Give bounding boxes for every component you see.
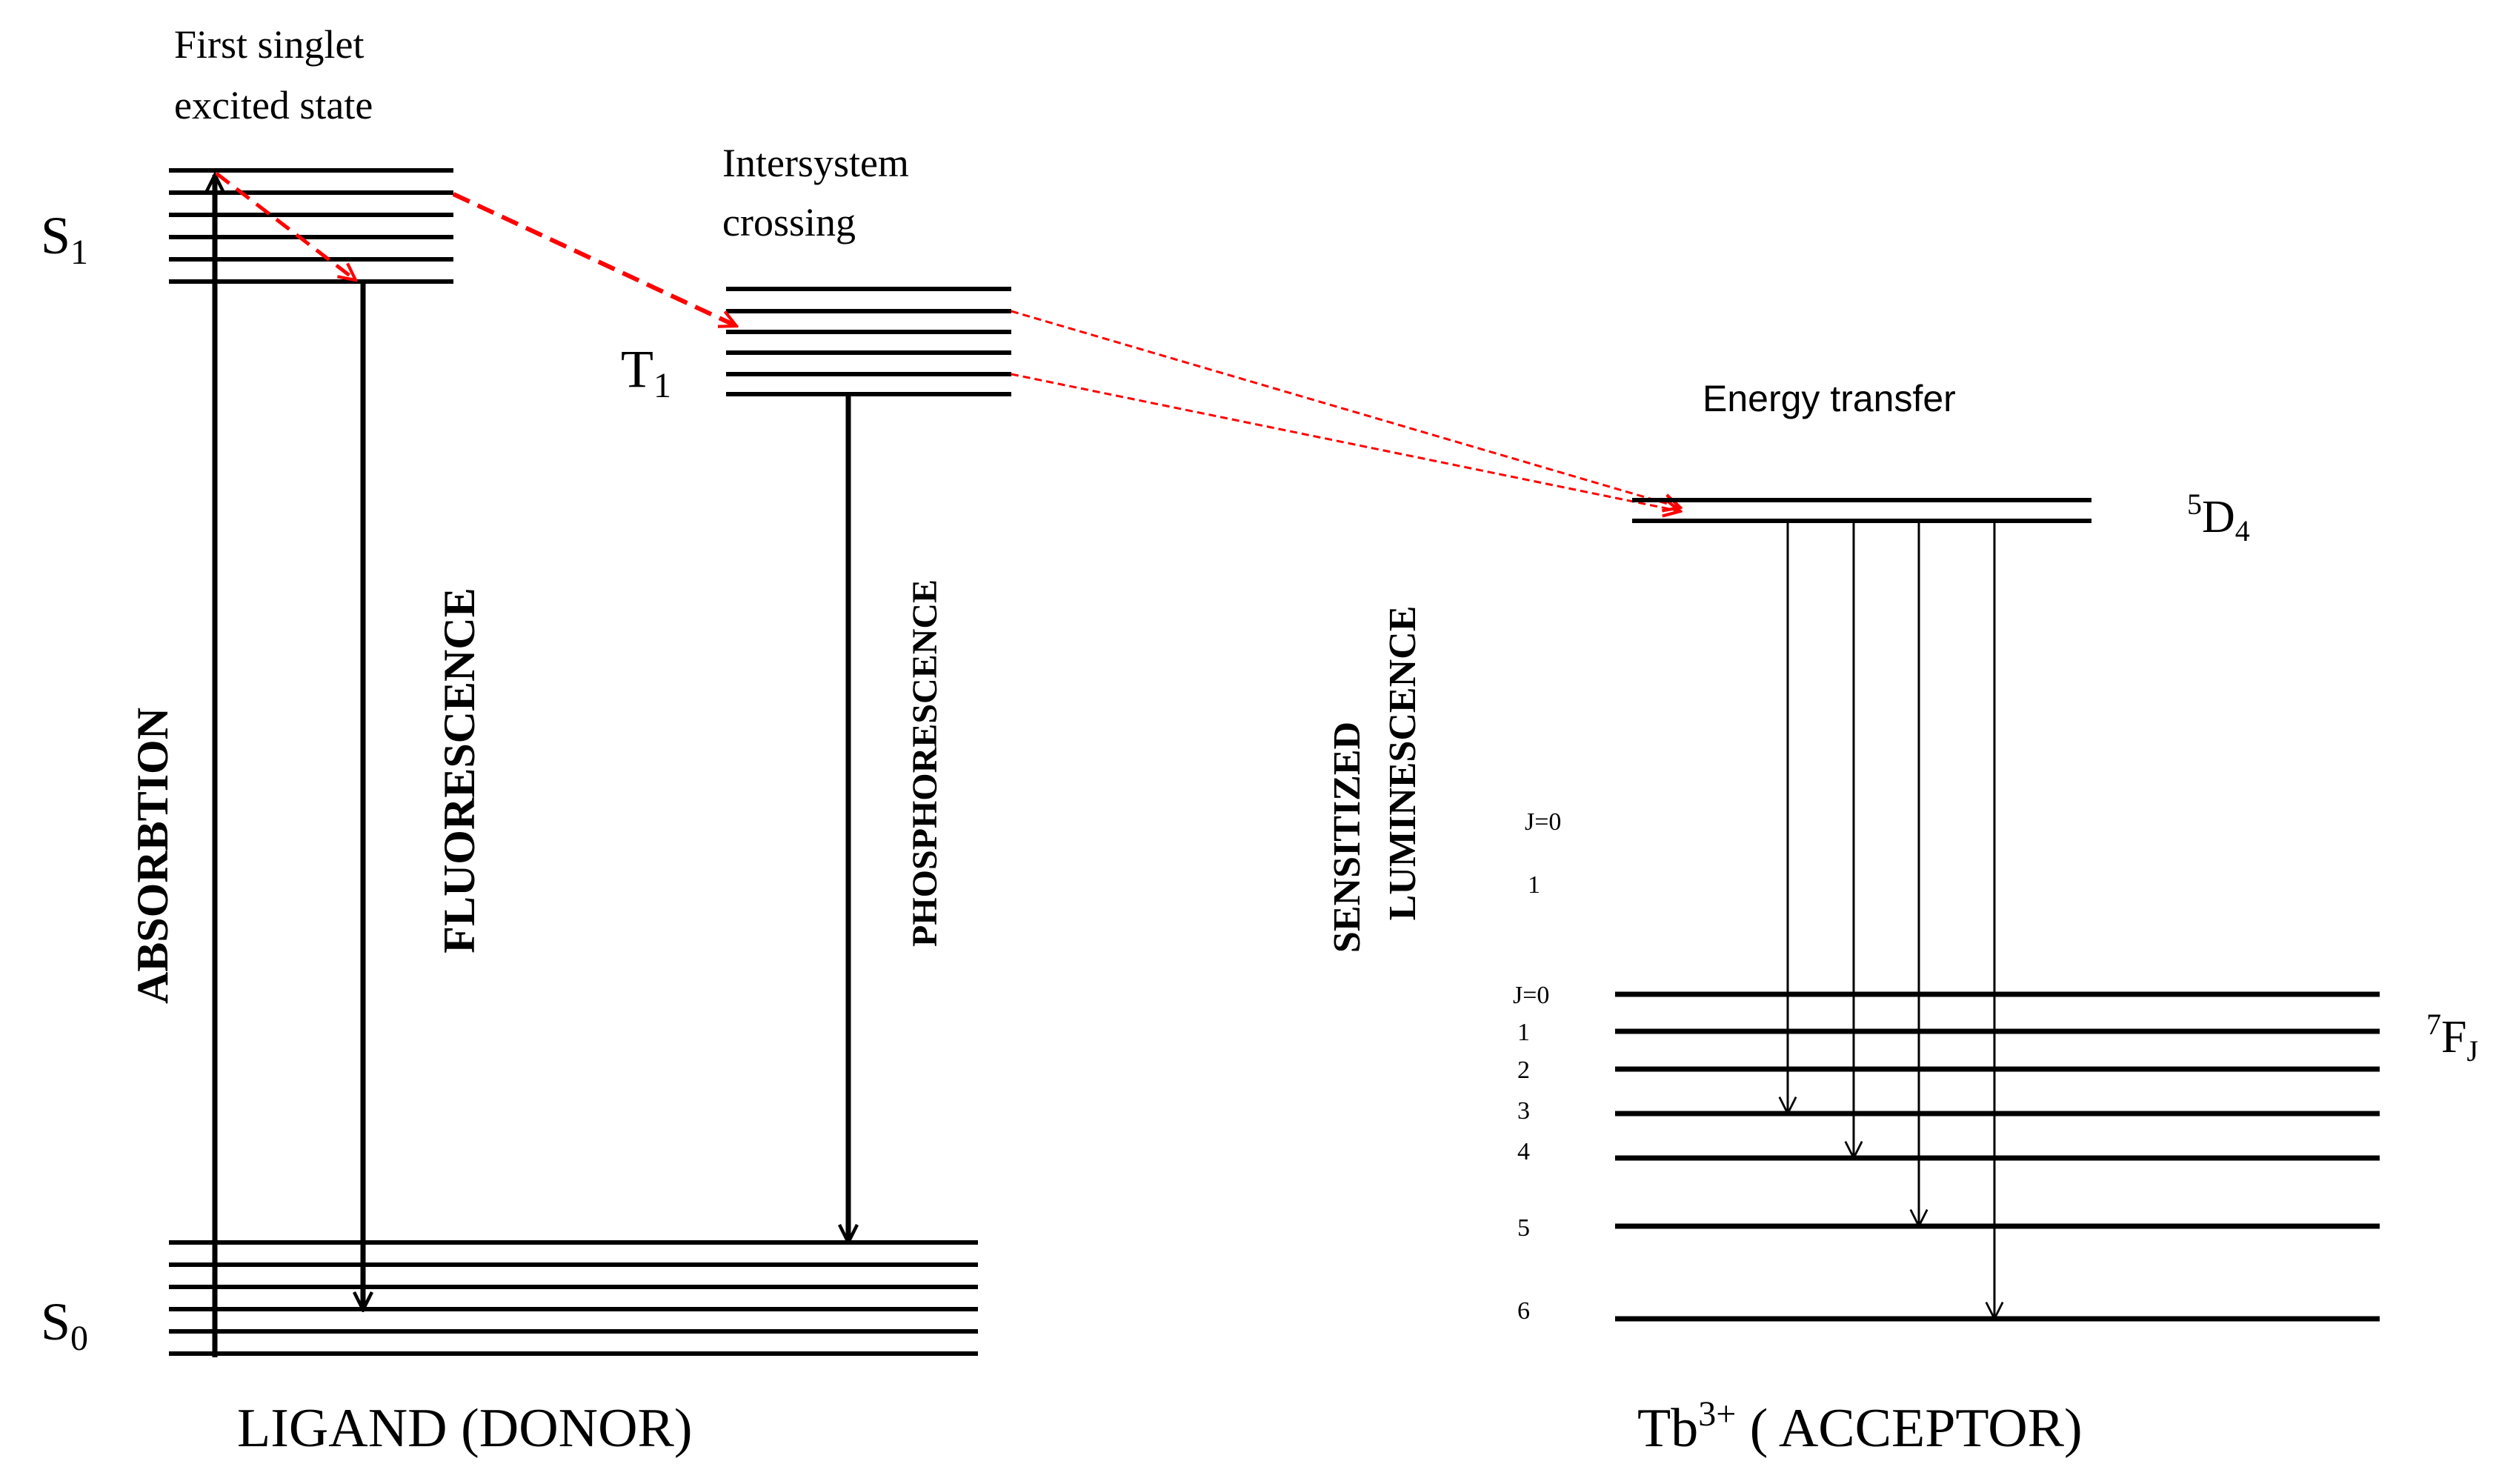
j-label-3: 3: [1517, 1097, 1530, 1125]
fj-label: 7FJ: [2426, 1008, 2478, 1068]
t1-levels: [726, 287, 1011, 396]
s1-caption-line1: First singlet: [174, 22, 365, 67]
j-label-1: 1: [1517, 1019, 1530, 1046]
s1-caption-line2: excited state: [174, 83, 373, 127]
s0-levels: [169, 1240, 978, 1356]
s0-label: S0: [41, 1292, 88, 1358]
j-label-2: 2: [1517, 1057, 1530, 1084]
upper-j-label: 1: [1528, 871, 1540, 899]
isc-caption-line2: crossing: [722, 200, 856, 244]
j-label-5: 5: [1517, 1214, 1530, 1242]
t1-label: T1: [621, 339, 671, 405]
vibrational-relaxation-arrow: [215, 172, 356, 280]
intersystem-crossing-arrow: [452, 192, 736, 326]
upper-j-label: J=0: [1525, 808, 1561, 836]
luminescence-label: LUMINESCENCE: [1382, 606, 1424, 921]
d4-levels: [1632, 498, 2091, 523]
energy-transfer-arrow-lower: [1011, 373, 1680, 511]
fj-levels: [1615, 991, 2380, 1322]
fluorescence-label: FLUORESCENCE: [435, 588, 484, 953]
j-label-6: 6: [1517, 1297, 1530, 1325]
sensitized-label: SENSITIZED: [1326, 722, 1368, 953]
s1-label: S1: [41, 206, 88, 272]
absorption-label: ABSORBTION: [128, 708, 177, 1004]
acceptor-title: Tb3+ ( ACCEPTOR): [1637, 1394, 2083, 1459]
energy-transfer-label: Energy transfer: [1703, 378, 1956, 419]
phosphorescence-label: PHOSPHORESCENCE: [905, 579, 945, 947]
energy-transfer-arrow-upper: [1011, 310, 1680, 508]
d4-label: 5D4: [2187, 488, 2250, 548]
emission-arrows: [1788, 523, 1994, 1319]
ligand-title: LIGAND (DONOR): [237, 1398, 693, 1459]
s1-levels: [169, 168, 453, 284]
isc-caption-line1: Intersystem: [722, 141, 909, 185]
j-label-4: 4: [1517, 1138, 1530, 1165]
j-label-0: J=0: [1513, 982, 1549, 1009]
